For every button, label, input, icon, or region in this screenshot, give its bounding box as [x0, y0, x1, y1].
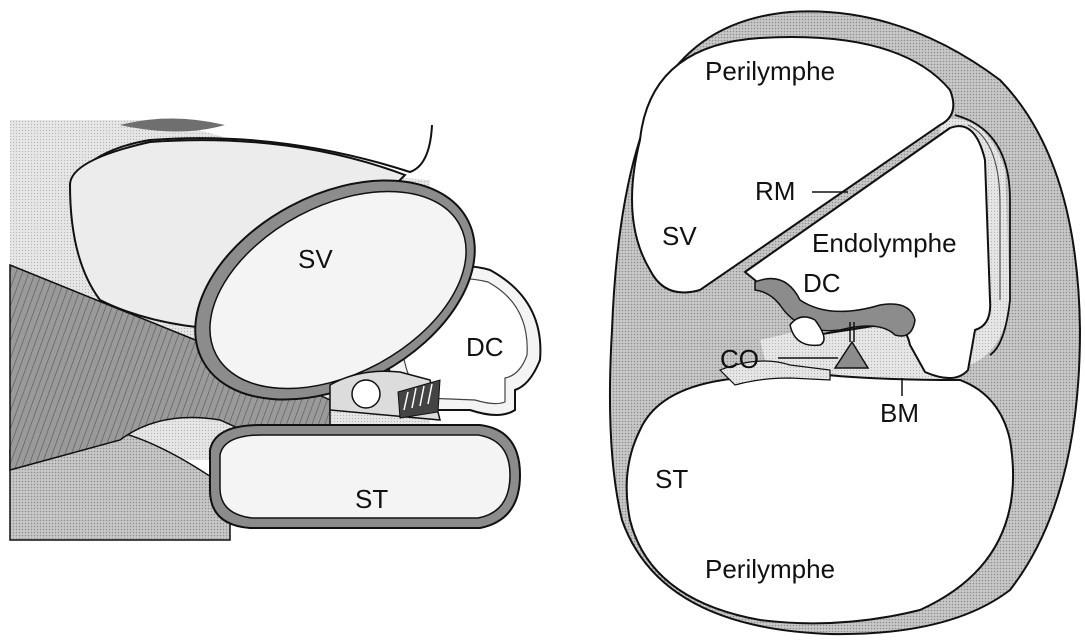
- right-label-perilymphe-top: Perilymphe: [705, 56, 835, 86]
- left-label-dc: DC: [466, 332, 504, 362]
- left-label-sv: SV: [298, 244, 333, 274]
- right-label-endolymphe: Endolymphe: [812, 228, 957, 258]
- right-label-dc: DC: [803, 268, 841, 298]
- left-diagram: SV DC ST: [10, 119, 540, 541]
- scala-tympani-right: [627, 372, 1013, 623]
- right-diagram: Perilymphe RM SV Endolymphe DC CO BM ST …: [610, 11, 1080, 634]
- right-label-sv: SV: [662, 221, 697, 251]
- right-label-st: ST: [655, 464, 688, 494]
- right-label-perilymphe-bottom: Perilymphe: [705, 554, 835, 584]
- right-label-rm: RM: [755, 176, 795, 206]
- left-label-st: ST: [355, 484, 388, 514]
- right-label-co: CO: [720, 344, 759, 374]
- right-label-bm: BM: [880, 398, 919, 428]
- tunnel: [352, 380, 380, 408]
